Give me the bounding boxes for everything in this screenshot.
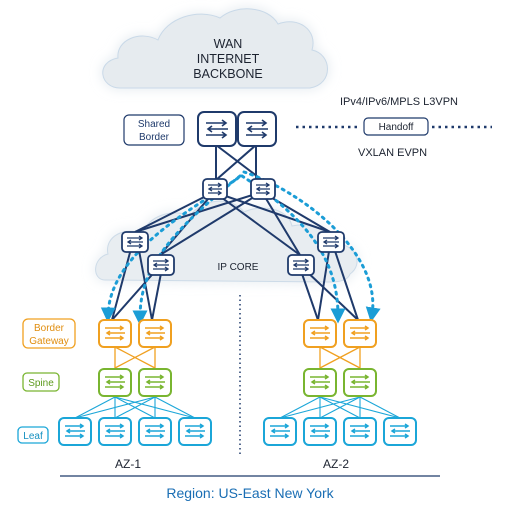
switch-arrows-icon	[390, 423, 410, 439]
switch-arrows-icon	[310, 325, 330, 341]
handoff-annotation: IPv4/IPv6/MPLS L3VPN Handoff VXLAN EVPN	[296, 96, 492, 159]
switch-arrows-icon	[65, 423, 85, 439]
vxlan-label: VXLAN EVPN	[358, 147, 427, 159]
leaf-switch[interactable]	[58, 417, 92, 446]
spine-label-box	[22, 372, 60, 392]
switch-arrows-icon	[105, 423, 125, 439]
wan-label-line3: BACKBONE	[193, 67, 262, 81]
layer-labels: Border Gateway Spine Leaf	[17, 318, 76, 444]
switch-arrows-icon	[310, 374, 330, 390]
l3vpn-label: IPv4/IPv6/MPLS L3VPN	[340, 96, 458, 108]
border-gateway-switch[interactable]	[343, 319, 377, 348]
leaf-switch[interactable]	[383, 417, 417, 446]
wan-label-line1: WAN	[214, 37, 243, 51]
ip-core-switch[interactable]	[287, 254, 315, 276]
ip-core-switches	[121, 231, 345, 276]
switch-arrows-icon	[270, 423, 290, 439]
leaf-label-box	[17, 426, 49, 444]
az1-label: AZ-1	[115, 457, 141, 471]
border-gateway-switch[interactable]	[98, 319, 132, 348]
region-label: Region: US-East New York	[166, 485, 334, 501]
switch-arrows-icon	[246, 119, 268, 139]
switch-arrows-icon	[322, 235, 340, 249]
switch-arrows-icon	[350, 325, 370, 341]
border-gateway-label-box	[22, 318, 76, 349]
leaf-switches	[58, 417, 417, 446]
leaf-switch[interactable]	[343, 417, 377, 446]
switch-arrows-icon	[185, 423, 205, 439]
wan-cloud: WAN INTERNET BACKBONE	[102, 8, 328, 89]
spine-leaf-links	[74, 396, 401, 419]
handoff-box	[363, 117, 429, 136]
switch-arrows-icon	[310, 423, 330, 439]
shared-border-switch[interactable]	[197, 111, 237, 147]
leaf-label: Leaf	[23, 431, 43, 442]
switch-arrows-icon	[255, 182, 271, 196]
super-spine-switches	[202, 178, 276, 200]
leaf-switch[interactable]	[138, 417, 172, 446]
leaf-switch[interactable]	[303, 417, 337, 446]
spine-switch[interactable]	[303, 368, 337, 397]
switch-arrows-icon	[105, 325, 125, 341]
spine-switch[interactable]	[138, 368, 172, 397]
switch-arrows-icon	[350, 423, 370, 439]
leaf-switch[interactable]	[98, 417, 132, 446]
handoff-label: Handoff	[379, 122, 414, 133]
bg-spine-links	[114, 346, 361, 369]
spine-label: Spine	[28, 378, 54, 389]
border-gateway-label-line2: Gateway	[29, 336, 68, 347]
shared-border-switches	[197, 111, 277, 147]
border-gateway-label-line1: Border	[34, 323, 65, 334]
shared-border-switch[interactable]	[237, 111, 277, 147]
switch-arrows-icon	[145, 423, 165, 439]
shared-border-label-line1: Shared	[138, 119, 170, 130]
leaf-switch[interactable]	[178, 417, 212, 446]
spine-switch[interactable]	[343, 368, 377, 397]
switch-arrows-icon	[126, 235, 144, 249]
border-gateway-switches	[98, 319, 377, 348]
spine-switch[interactable]	[98, 368, 132, 397]
switch-arrows-icon	[145, 325, 165, 341]
switch-arrows-icon	[105, 374, 125, 390]
switch-arrows-icon	[152, 258, 170, 272]
ip-core-label: IP CORE	[218, 262, 259, 273]
shared-border-label-line2: Border	[139, 132, 170, 143]
ip-core-switch[interactable]	[121, 231, 149, 253]
leaf-switch[interactable]	[263, 417, 297, 446]
shared-border-label-box: Shared Border	[123, 114, 185, 146]
ip-core-switch[interactable]	[147, 254, 175, 276]
ip-core-switch[interactable]	[317, 231, 345, 253]
spine-switches	[98, 368, 377, 397]
az2-label: AZ-2	[323, 457, 349, 471]
switch-arrows-icon	[145, 374, 165, 390]
switch-arrows-icon	[350, 374, 370, 390]
switch-arrows-icon	[207, 182, 223, 196]
wan-label-line2: INTERNET	[197, 52, 260, 66]
super-spine-switch[interactable]	[202, 178, 228, 200]
switch-arrows-icon	[292, 258, 310, 272]
border-gateway-switch[interactable]	[303, 319, 337, 348]
super-spine-switch[interactable]	[250, 178, 276, 200]
switch-arrows-icon	[206, 119, 228, 139]
border-gateway-switch[interactable]	[138, 319, 172, 348]
